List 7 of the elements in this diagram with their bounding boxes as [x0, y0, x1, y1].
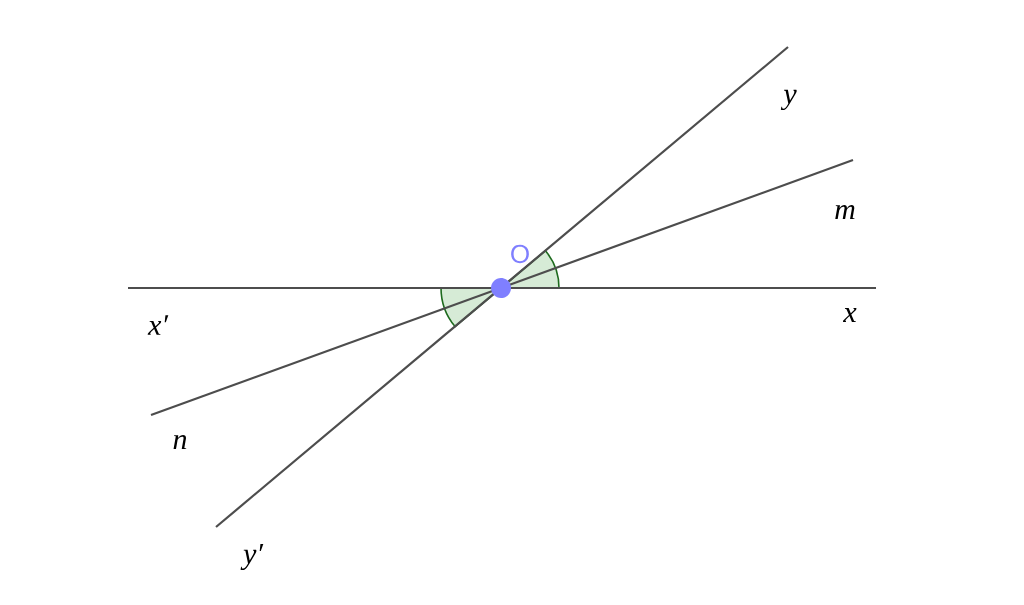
line-label: m: [835, 204, 855, 220]
line-label: n: [173, 434, 187, 450]
point-label: O: [511, 244, 529, 264]
line-label: y: [780, 89, 797, 111]
line-label: x: [843, 308, 857, 322]
line-label: y′: [240, 543, 264, 571]
line-label: x′: [147, 315, 169, 335]
